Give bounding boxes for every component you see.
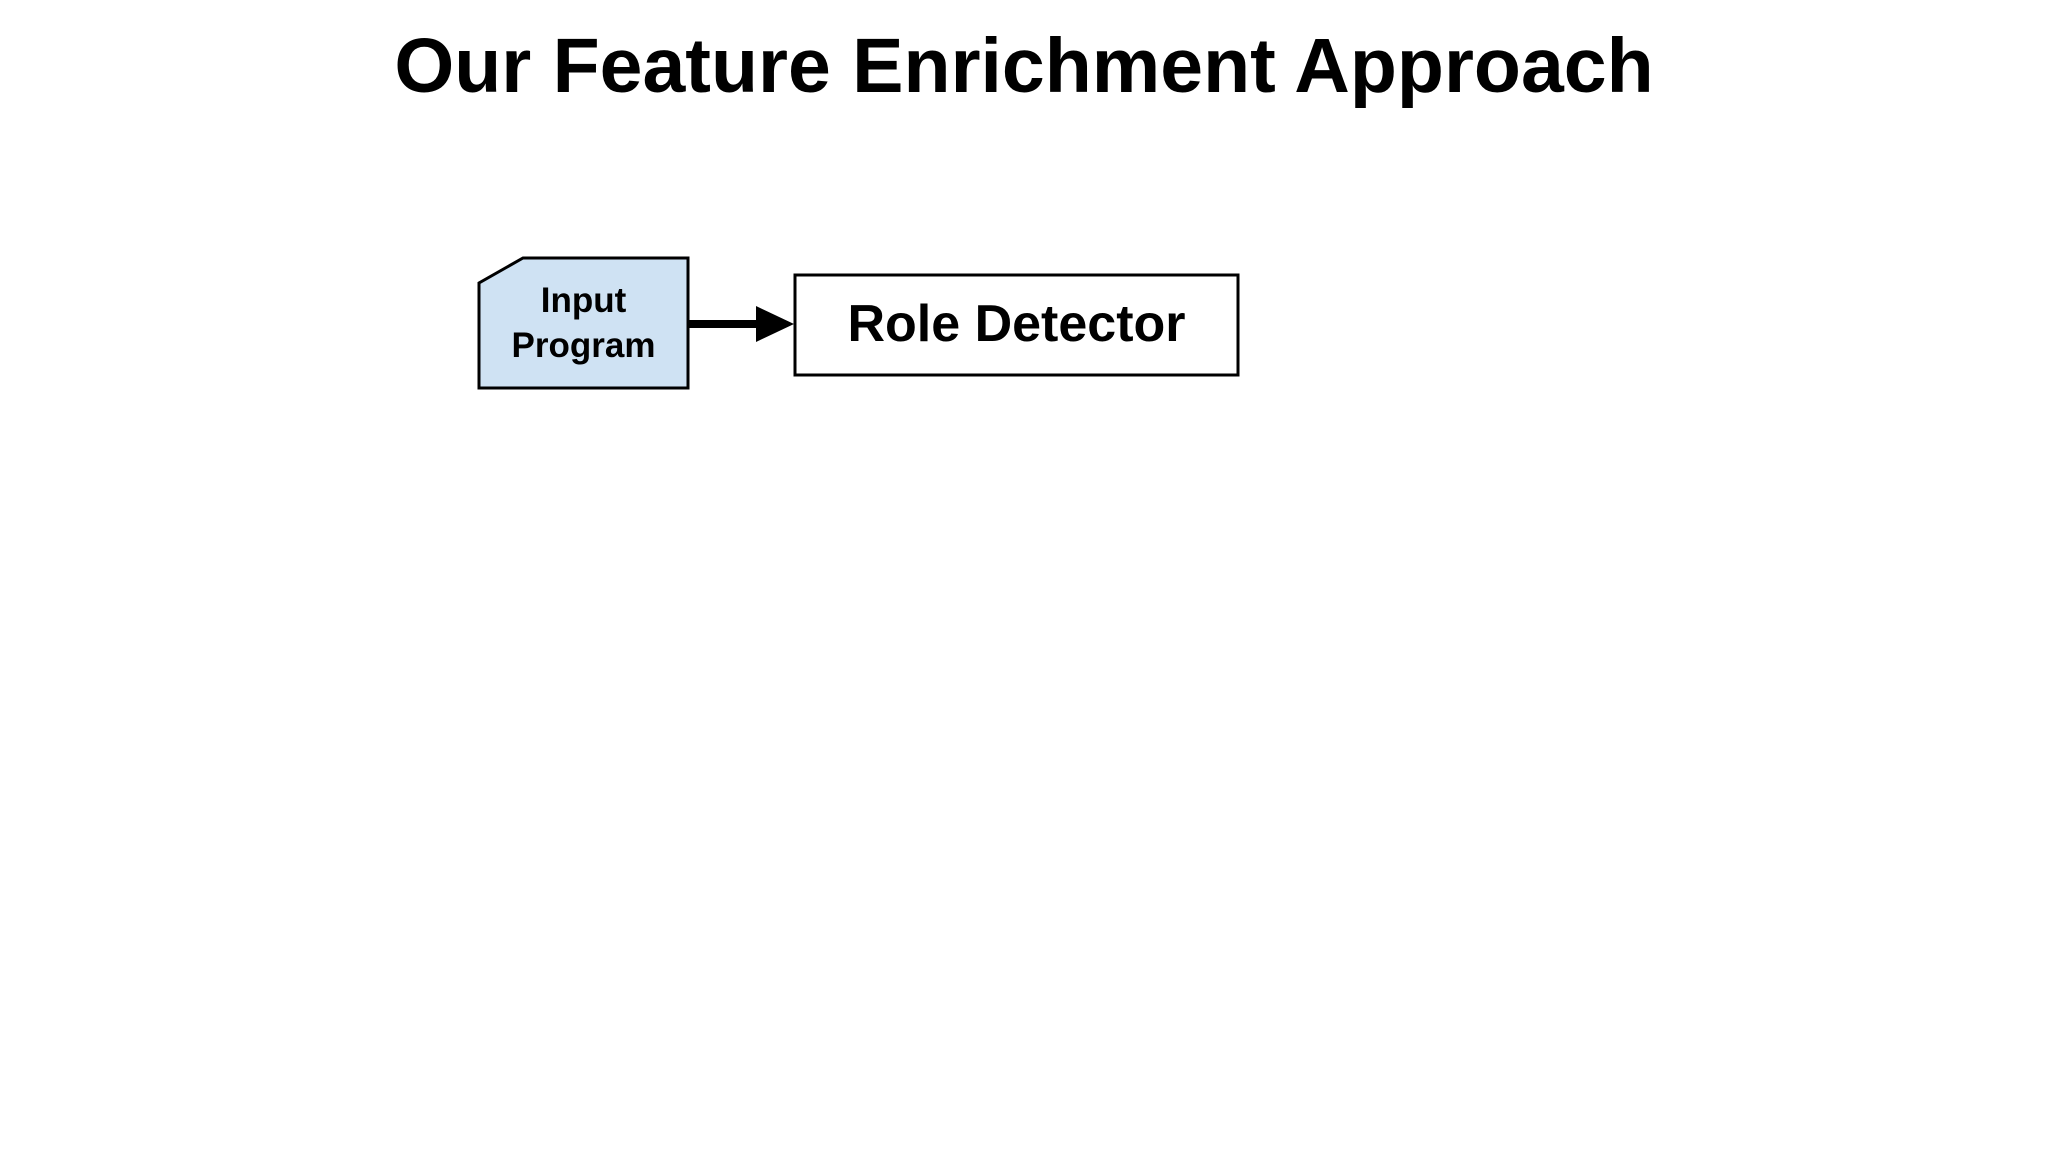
role-detector-label: Role Detector: [847, 295, 1186, 354]
flow-arrow: [689, 306, 794, 342]
input-program-shape: [477, 256, 690, 390]
input-program-label: Input Program: [511, 280, 656, 366]
role-detector-shape: [793, 273, 1240, 377]
slide-title: Our Feature Enrichment Approach: [394, 23, 1654, 109]
flow-arrow-head: [756, 306, 794, 342]
